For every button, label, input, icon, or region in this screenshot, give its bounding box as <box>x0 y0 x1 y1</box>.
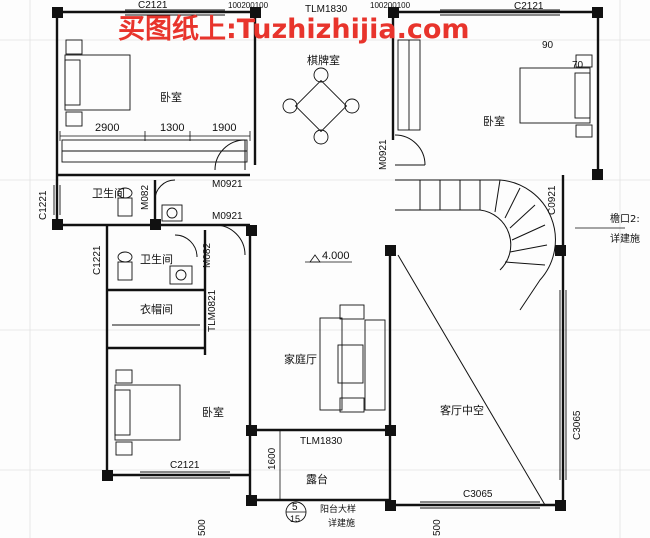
windows <box>53 9 567 509</box>
room-bedroom-top-right: 卧室 <box>483 114 505 128</box>
label-tlm1830-top: TLM1830 <box>305 4 348 15</box>
label-100200100-b: 100200100 <box>370 1 411 10</box>
watermark: 买图纸上:Tuzhizhijia.com <box>118 13 470 45</box>
furniture <box>61 39 593 456</box>
dim-1900: 1900 <box>212 122 236 134</box>
elevation-mark: 4.000 <box>322 250 350 262</box>
annotations: 4.000 檐口2: 详建施 5 15 阳台大样 详建施 <box>285 212 640 529</box>
room-bathroom-1: 卫生间 <box>92 186 125 200</box>
columns <box>52 7 603 511</box>
label-c0921: C0921 <box>547 185 558 215</box>
label-c2121-top-right: C2121 <box>514 1 544 12</box>
eave-label: 檐口2: <box>610 212 640 225</box>
dimension-labels: 2900 1300 1900 1600 90 70 500 500 <box>95 40 584 536</box>
dim-2900: 2900 <box>95 122 119 134</box>
label-c3065-right: C3065 <box>572 410 583 440</box>
label-100200100-a: 100200100 <box>228 1 269 10</box>
detail-ref-bottom: 详建施 <box>328 517 355 529</box>
spiral-staircase <box>395 179 556 506</box>
room-family-hall: 家庭厅 <box>284 352 317 366</box>
label-m0921-mid: M0921 <box>212 179 243 190</box>
room-living-void: 客厅中空 <box>440 403 484 417</box>
room-closet: 衣帽间 <box>140 302 173 316</box>
room-bathroom-2: 卫生间 <box>140 252 173 266</box>
dim-90: 90 <box>542 40 554 51</box>
walls <box>55 10 600 507</box>
label-c2121-bottom: C2121 <box>170 460 200 471</box>
balcony-detail-label: 阳台大样 <box>320 503 356 515</box>
label-c1221-b: C1221 <box>92 245 103 275</box>
dim-500-b: 500 <box>432 519 443 536</box>
label-m0921-top-right: M0921 <box>378 139 389 170</box>
label-m0921-lower: M0921 <box>212 211 243 222</box>
dim-70: 70 <box>572 60 584 71</box>
door-swings <box>154 134 426 258</box>
label-c2121-top-left: C2121 <box>138 0 168 11</box>
label-tlm1830-bottom: TLM1830 <box>300 436 343 447</box>
detail-sheet: 15 <box>290 514 300 524</box>
label-m082-a: M082 <box>140 185 151 210</box>
label-m082-b: M082 <box>202 243 213 268</box>
dimension-lines <box>59 131 625 500</box>
opening-labels: C2121 100200100 TLM1830 100200100 C2121 … <box>38 0 583 500</box>
room-bedroom-top-left: 卧室 <box>160 90 182 104</box>
detail-ref-right: 详建施 <box>610 232 640 245</box>
dim-500-a: 500 <box>197 519 208 536</box>
dim-1300: 1300 <box>160 122 184 134</box>
label-tlm0821: TLM0821 <box>207 289 218 332</box>
room-labels: 卧室 棋牌室 卧室 卫生间 卫生间 衣帽间 家庭厅 客厅中空 卧室 露台 <box>92 53 505 486</box>
room-bedroom-bottom-left: 卧室 <box>202 405 224 419</box>
detail-number: 5 <box>292 502 298 513</box>
dim-1600: 1600 <box>267 447 278 470</box>
label-c1221-a: C1221 <box>38 190 49 220</box>
room-terrace: 露台 <box>306 472 328 486</box>
room-chess: 棋牌室 <box>307 53 340 67</box>
label-c3065-bottom: C3065 <box>463 489 493 500</box>
